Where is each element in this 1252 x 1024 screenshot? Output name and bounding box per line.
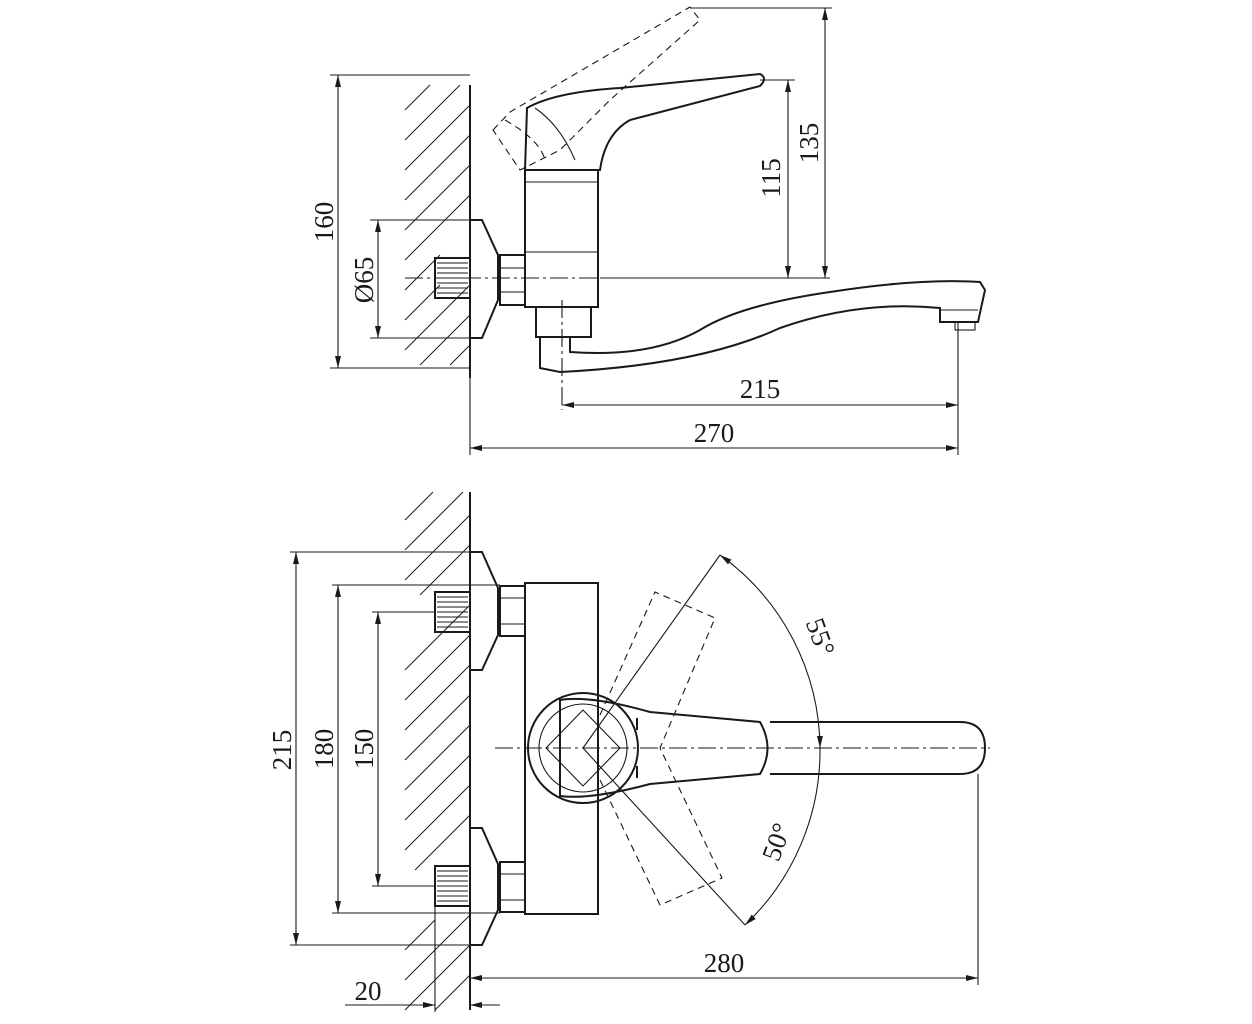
angle-55-label: 55°: [800, 614, 841, 660]
dim-150: 150: [349, 611, 435, 887]
dim-180-label: 180: [309, 729, 339, 770]
wall-flange-lower: [434, 827, 526, 946]
lever-handle-side: [492, 6, 765, 171]
dim-135: 135: [690, 7, 832, 278]
lever-alt-down: [599, 747, 723, 906]
dim-d65: Ø65: [349, 219, 480, 339]
wall-hatch-front: [404, 491, 471, 1011]
axis-50: [582, 747, 746, 926]
dim-20-label: 20: [355, 976, 382, 1006]
spout-front: [770, 721, 987, 775]
axis-55: [582, 554, 721, 749]
side-view: 160 Ø65 115 135 215: [309, 6, 987, 455]
dim-215-front-label: 215: [267, 730, 297, 771]
dim-115-label: 115: [756, 158, 786, 198]
angle-50-label: 50°: [756, 819, 797, 865]
lever-handle-front: [559, 697, 769, 798]
dim-280: 280: [470, 774, 979, 985]
dim-215-side: 215: [562, 322, 959, 455]
spout-side: [539, 280, 987, 374]
dim-160: 160: [309, 74, 470, 369]
dim-20: 20: [345, 906, 500, 1012]
dim-115: 115: [600, 79, 830, 279]
angle-arc: [719, 554, 823, 749]
dim-d65-label: Ø65: [349, 257, 379, 304]
angle-arc-lower: [744, 747, 821, 926]
wall-flange-upper: [434, 551, 526, 671]
dim-150-label: 150: [349, 729, 379, 770]
dim-180: 180: [309, 584, 500, 914]
dim-160-label: 160: [309, 202, 339, 243]
dim-270-label: 270: [694, 418, 735, 448]
dim-280-label: 280: [704, 948, 745, 978]
wall-hatch-top: [404, 84, 471, 378]
wall-flange-side: [434, 219, 526, 339]
dim-135-label: 135: [794, 123, 824, 164]
dim-215-front: 215: [267, 551, 480, 946]
front-view: 55° 50° 215 180 150 280: [267, 491, 990, 1012]
dim-215-side-label: 215: [740, 374, 781, 404]
lever-alt-up: [599, 591, 716, 749]
dim-270: 270: [469, 378, 958, 455]
